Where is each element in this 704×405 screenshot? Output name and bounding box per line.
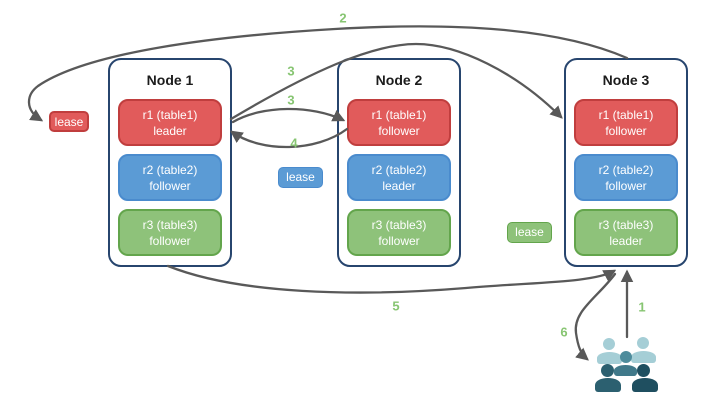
replica-role: follower	[149, 178, 191, 193]
lease-badge-r1: lease	[49, 111, 89, 132]
node-3-replica-r2: r2 (table2) follower	[574, 154, 678, 201]
replica-role: leader	[609, 233, 643, 248]
replica-label: r2 (table2)	[598, 162, 654, 177]
replica-role: follower	[605, 123, 647, 138]
node-1-title: Node 1	[146, 72, 194, 88]
replica-role: follower	[605, 178, 647, 193]
node-3-replica-r3: r3 (table3) leader	[574, 209, 678, 256]
node-2-replica-r3: r3 (table3) follower	[347, 209, 451, 256]
arrow-5-node1-to-node3	[166, 264, 617, 294]
replica-role: follower	[378, 123, 420, 138]
users-group-icon	[593, 334, 663, 394]
replica-label: r2 (table2)	[142, 162, 198, 177]
step-label-3a: 3	[287, 63, 295, 79]
node-1: Node 1 r1 (table1) leader r2 (table2) fo…	[108, 58, 232, 267]
node-2-replica-r1: r1 (table1) follower	[347, 99, 451, 146]
replica-label: r3 (table3)	[598, 217, 654, 232]
replica-label: r1 (table1)	[598, 107, 654, 122]
lease-badge-r3: lease	[507, 222, 552, 243]
replica-label: r1 (table1)	[142, 107, 198, 122]
step-label-6: 6	[560, 324, 568, 340]
lease-badge-r2: lease	[278, 167, 323, 188]
node-1-replica-r2: r2 (table2) follower	[118, 154, 222, 201]
replica-label: r2 (table2)	[371, 162, 427, 177]
node-3: Node 3 r1 (table1) follower r2 (table2) …	[564, 58, 688, 267]
node-2: Node 2 r1 (table1) follower r2 (table2) …	[337, 58, 461, 267]
step-label-1: 1	[638, 299, 646, 315]
node-2-replica-r2: r2 (table2) leader	[347, 154, 451, 201]
step-label-3b: 3	[287, 92, 295, 108]
replica-label: r3 (table3)	[142, 217, 198, 232]
node-2-title: Node 2	[375, 72, 423, 88]
step-label-5: 5	[392, 298, 400, 314]
replica-label: r3 (table3)	[371, 217, 427, 232]
replica-role: leader	[153, 123, 187, 138]
step-label-4: 4	[290, 135, 298, 151]
node-3-title: Node 3	[602, 72, 650, 88]
replica-role: leader	[382, 178, 416, 193]
step-label-2: 2	[339, 10, 347, 26]
node-3-replica-r1: r1 (table1) follower	[574, 99, 678, 146]
replica-role: follower	[378, 233, 420, 248]
node-1-replica-r1: r1 (table1) leader	[118, 99, 222, 146]
replica-label: r1 (table1)	[371, 107, 427, 122]
replica-role: follower	[149, 233, 191, 248]
arrow-3-leader-to-node2-follower	[231, 107, 346, 124]
node-1-replica-r3: r3 (table3) follower	[118, 209, 222, 256]
